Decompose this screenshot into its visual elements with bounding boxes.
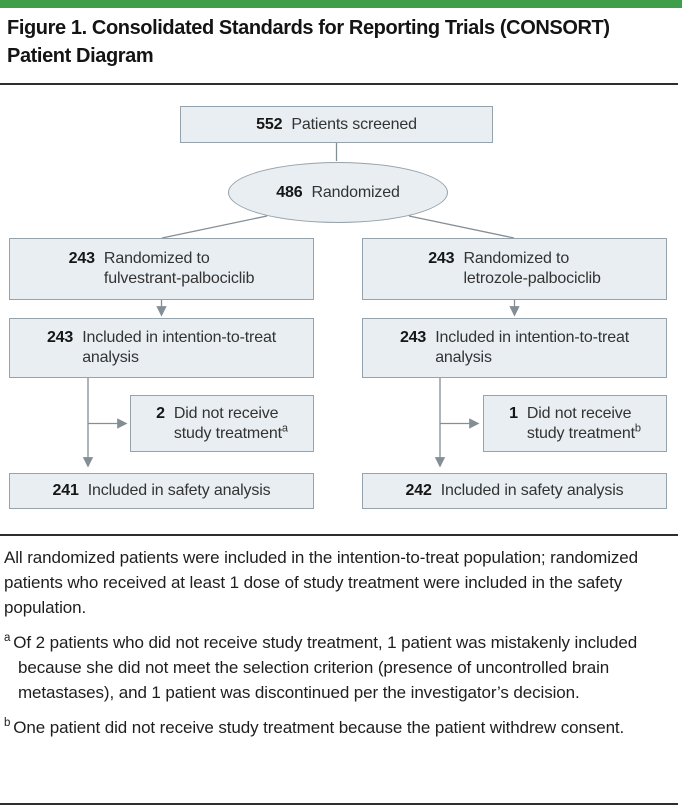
left-arm-count: 243 xyxy=(68,250,95,267)
footnote-a-ref: a xyxy=(281,422,288,435)
footnote-general: All randomized patients were included in… xyxy=(4,548,639,617)
left-not-treated-label: Did not receive study treatmenta xyxy=(173,405,288,442)
footnote-a-marker: a xyxy=(4,632,11,645)
box-left-not-treated: 2 Did not receive study treatmenta xyxy=(130,395,314,452)
bottom-divider xyxy=(0,803,678,805)
ellipse-randomized: 486 Randomized xyxy=(228,162,448,223)
accent-bar xyxy=(0,0,682,8)
randomized-label: Randomized xyxy=(311,183,400,201)
right-arm-count: 243 xyxy=(428,250,455,267)
right-safety-count: 242 xyxy=(405,482,432,499)
footnote-a-text: Of 2 patients who did not receive study … xyxy=(13,633,638,702)
title-divider xyxy=(0,83,678,85)
footnote-b-marker: b xyxy=(4,717,11,730)
connector-randomized-to-right-arm xyxy=(408,215,515,239)
box-left-itt-analysis: 243 Included in intention-to-treat analy… xyxy=(9,318,314,378)
randomized-count: 486 xyxy=(276,183,303,201)
right-not-treated-count: 1 xyxy=(509,405,518,422)
left-not-treated-count: 2 xyxy=(156,405,165,422)
box-left-safety-analysis: 241 Included in safety analysis xyxy=(9,473,314,509)
right-safety-label: Included in safety analysis xyxy=(440,482,624,499)
footnote-b-ref: b xyxy=(634,422,641,435)
connector-randomized-to-left-arm xyxy=(161,215,268,239)
figure-title-line2: Patient Diagram xyxy=(7,45,154,67)
box-left-arm-randomized: 243 Randomized to fulvestrant-palbocicli… xyxy=(9,238,314,300)
box-right-not-treated: 1 Did not receive study treatmentb xyxy=(483,395,667,452)
box-right-itt-analysis: 243 Included in intention-to-treat analy… xyxy=(362,318,667,378)
left-itt-label: Included in intention-to-treat analysis xyxy=(82,329,277,366)
right-itt-label: Included in intention-to-treat analysis xyxy=(435,329,630,366)
footnote-b-text: One patient did not receive study treatm… xyxy=(13,718,625,737)
right-not-treated-label: Did not receive study treatmentb xyxy=(526,405,641,442)
footnotes: All randomized patients were included in… xyxy=(4,545,654,750)
left-arm-label: Randomized to fulvestrant-palbociclib xyxy=(103,250,255,287)
left-safety-label: Included in safety analysis xyxy=(87,482,271,499)
figure-title-line1: Figure 1. Consolidated Standards for Rep… xyxy=(7,17,610,39)
right-arm-label: Randomized to letrozole-palbociclib xyxy=(463,250,601,287)
diagram-footnote-divider xyxy=(0,534,678,536)
left-itt-count: 243 xyxy=(46,329,74,346)
box-right-arm-randomized: 243 Randomized to letrozole-palbociclib xyxy=(362,238,667,300)
box-right-safety-analysis: 242 Included in safety analysis xyxy=(362,473,667,509)
figure-title: Figure 1. Consolidated Standards for Rep… xyxy=(7,14,667,70)
box-patients-screened: 552 Patients screened xyxy=(180,106,493,143)
left-safety-count: 241 xyxy=(52,482,79,499)
screened-label: Patients screened xyxy=(291,115,417,133)
screened-count: 552 xyxy=(256,115,283,133)
right-itt-count: 243 xyxy=(399,329,427,346)
